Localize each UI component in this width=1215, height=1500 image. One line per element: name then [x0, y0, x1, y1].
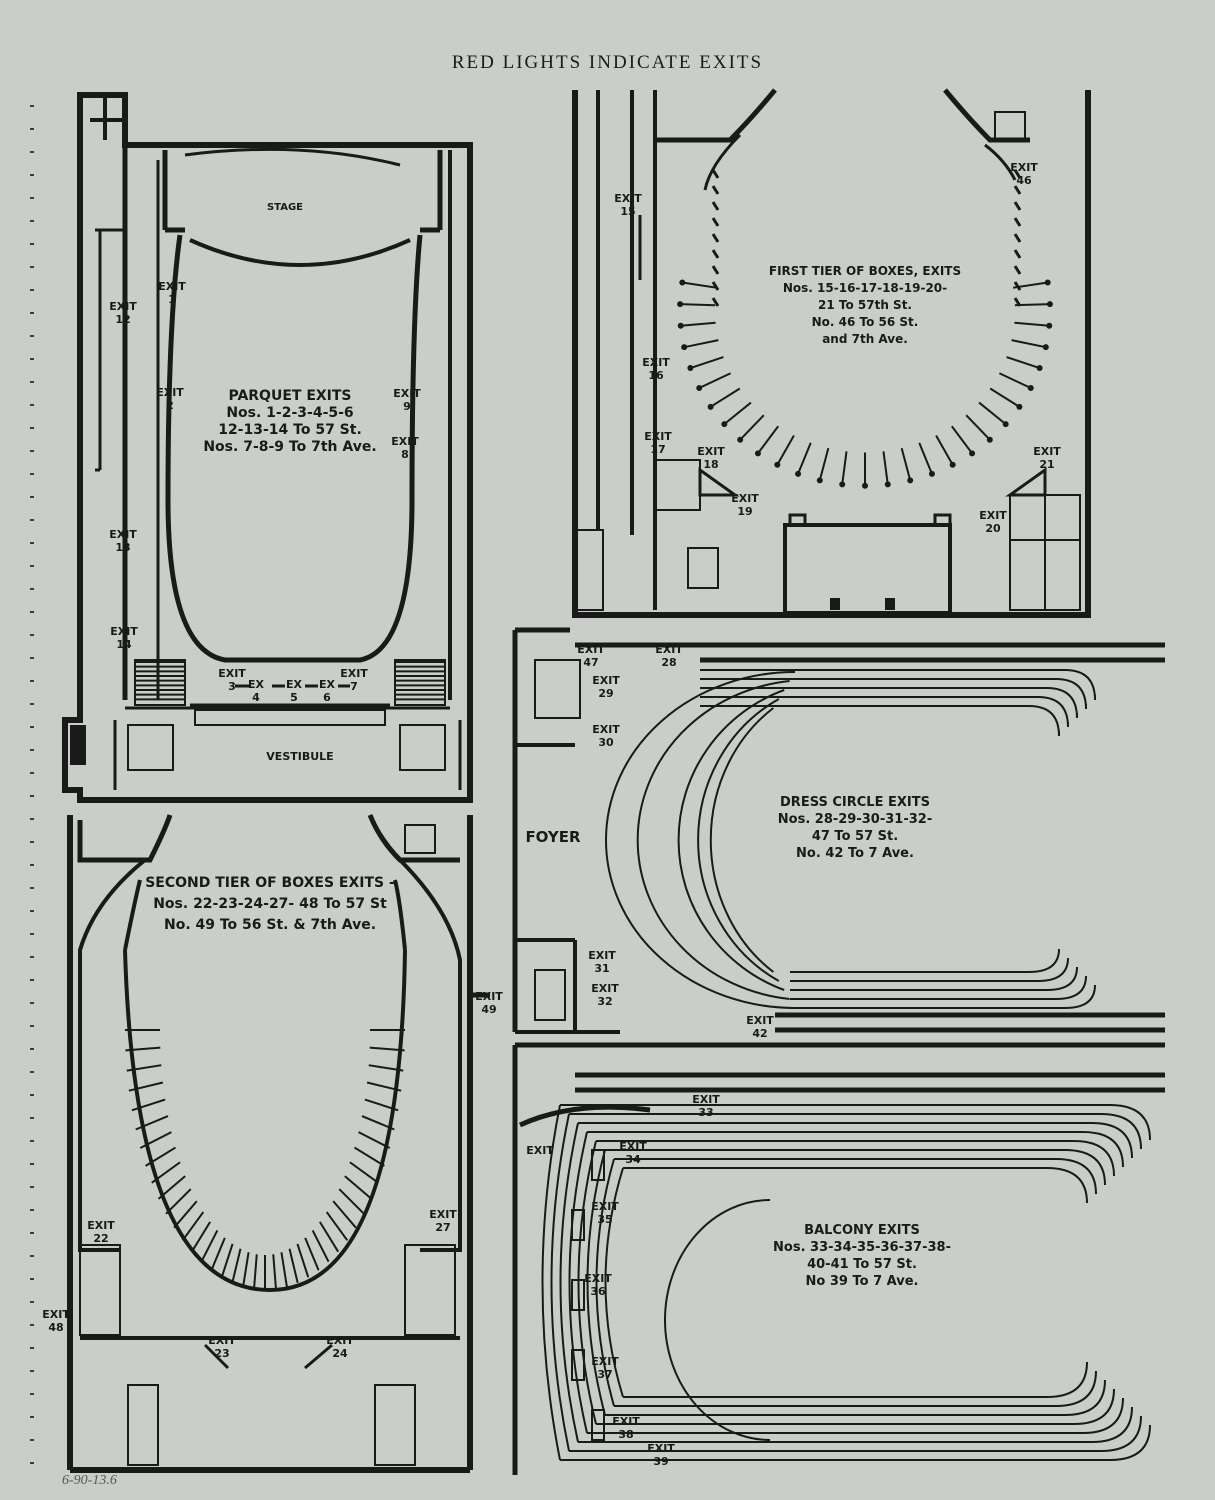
binder-marks: [30, 105, 34, 1464]
caption-line: No. 46 To 56 St.: [812, 315, 919, 329]
caption-line: 12-13-14 To 57 St.: [218, 422, 362, 438]
caption-line: 47 To 57 St.: [812, 829, 898, 844]
caption-line: Nos. 28-29-30-31-32-: [778, 812, 932, 827]
caption-line: 40-41 To 57 St.: [807, 1257, 917, 1272]
caption-line: DRESS CIRCLE EXITS: [780, 795, 930, 810]
margin-note: 6-90-13.6: [62, 1473, 117, 1488]
caption-line: Nos. 7-8-9 To 7th Ave.: [203, 439, 376, 455]
caption-line: 21 To 57th St.: [818, 298, 912, 312]
vestibule-label: VESTIBULE: [266, 750, 333, 763]
balcony-exit-label: EXIT: [526, 1144, 554, 1157]
stage-label: STAGE: [267, 202, 303, 213]
caption-line: SECOND TIER OF BOXES EXITS -: [145, 875, 395, 891]
balcony-plan: [512, 1042, 1165, 1475]
stair-left: [134, 659, 186, 706]
second-tier-caption: SECOND TIER OF BOXES EXITS - Nos. 22-23-2…: [145, 875, 395, 933]
second-tier-plan: [67, 814, 490, 1473]
balcony-caption: BALCONY EXITS Nos. 33-34-35-36-37-38- 40-4…: [773, 1223, 951, 1289]
foyer-label: FOYER: [525, 828, 581, 846]
caption-line: Nos. 1-2-3-4-5-6: [226, 405, 353, 421]
dress-circle-plan: [512, 627, 1165, 1034]
first-tier-plan: [572, 88, 1091, 618]
caption-line: No 39 To 7 Ave.: [806, 1274, 919, 1289]
caption-line: and 7th Ave.: [822, 332, 908, 346]
stair-right: [394, 659, 446, 706]
dress-circle-caption: DRESS CIRCLE EXITS Nos. 28-29-30-31-32- 47…: [778, 795, 932, 861]
caption-line: FIRST TIER OF BOXES, EXITS: [769, 264, 961, 278]
parquet-plan: [62, 92, 473, 803]
caption-line: No. 42 To 7 Ave.: [796, 846, 914, 861]
caption-line: Nos. 22-23-24-27- 48 To 57 St: [153, 896, 387, 912]
page-title: RED LIGHTS INDICATE EXITS: [451, 52, 764, 73]
caption-line: BALCONY EXITS: [804, 1223, 920, 1238]
caption-line: PARQUET EXITS: [228, 388, 351, 404]
caption-line: Nos. 15-16-17-18-19-20-: [783, 281, 947, 295]
caption-line: Nos. 33-34-35-36-37-38-: [773, 1240, 951, 1255]
first-tier-caption: FIRST TIER OF BOXES, EXITS Nos. 15-16-17-…: [769, 264, 961, 346]
caption-line: No. 49 To 56 St. & 7th Ave.: [164, 917, 376, 933]
